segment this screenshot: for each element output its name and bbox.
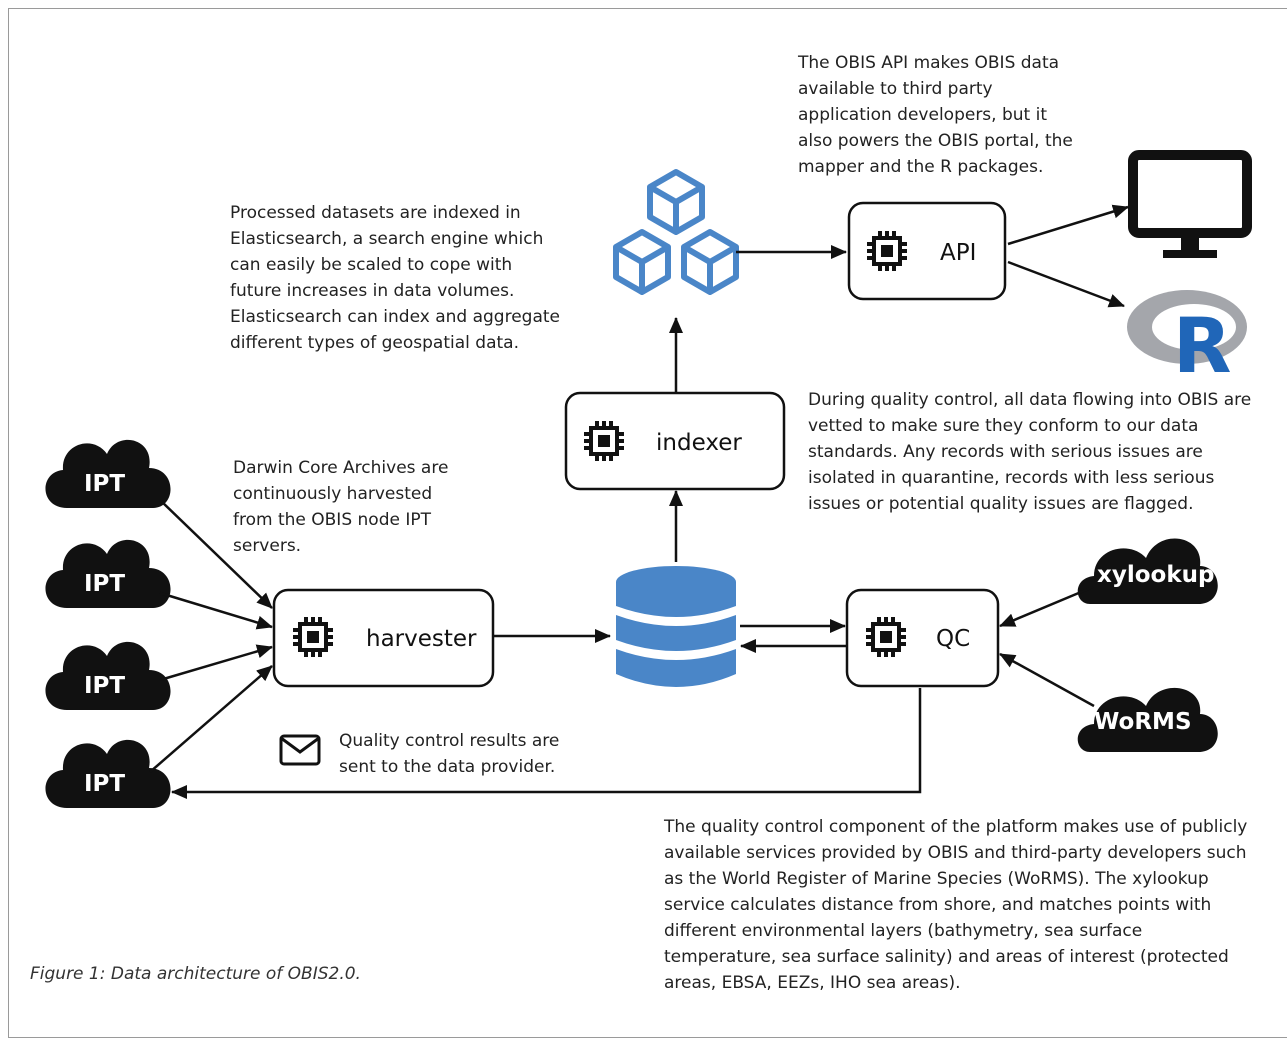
arrow-ipt1-harvester	[159, 499, 273, 609]
arrow-ipt4-harvester	[149, 665, 273, 773]
worms-label: WoRMS	[1094, 709, 1192, 735]
qc-label: QC	[936, 626, 970, 652]
worms-cloud: WoRMS	[1077, 687, 1218, 752]
ipt-cloud: IPT	[45, 739, 171, 808]
api-node: API	[847, 201, 1007, 301]
ipt-label: IPT	[84, 571, 125, 597]
mail-icon	[279, 734, 321, 766]
ipt-cloud: IPT	[45, 539, 171, 608]
harvester-node: harvester	[272, 588, 495, 688]
darwin-core-note: Darwin Core Archives are continuously ha…	[233, 458, 449, 556]
arrow-worms-qc	[999, 652, 1095, 708]
r-logo-letter: R	[1173, 301, 1232, 390]
database-icon	[616, 566, 736, 687]
xylookup-label: xylookup	[1097, 562, 1214, 588]
api-note: The OBIS API makes OBIS data available t…	[798, 53, 1073, 177]
arrow-api-r	[1007, 260, 1125, 308]
elasticsearch-note: Processed datasets are indexed in Elasti…	[230, 203, 560, 353]
chip-icon	[582, 419, 626, 463]
monitor-icon	[1128, 150, 1252, 258]
indexer-label: indexer	[656, 430, 742, 456]
r-logo-icon: R	[1127, 290, 1247, 390]
figure-caption: Figure 1: Data architecture of OBIS2.0.	[30, 964, 361, 984]
ipt-label: IPT	[84, 771, 125, 797]
qc-node: QC	[845, 588, 1000, 688]
indexer-node: indexer	[564, 391, 786, 491]
connectors	[149, 204, 1129, 799]
ipt-cloud: IPT	[45, 439, 171, 508]
arrow-qc-ipt-feedback	[171, 688, 922, 799]
qc-results-note: Quality control results are sent to the …	[339, 731, 560, 777]
elasticsearch-icon	[616, 172, 736, 292]
arrow-ipt2-harvester	[159, 591, 273, 630]
ipt-cloud: IPT	[45, 641, 171, 710]
xylookup-cloud: xylookup	[1077, 538, 1218, 604]
arrow-xylookup-qc	[999, 585, 1094, 628]
harvester-label: harvester	[366, 626, 477, 652]
qc-component-note: The quality control component of the pla…	[664, 817, 1248, 993]
arrow-api-monitor	[1007, 204, 1129, 246]
chip-icon	[865, 229, 909, 273]
ipt-label: IPT	[84, 673, 125, 699]
chip-icon	[864, 615, 908, 659]
ipt-label: IPT	[84, 471, 125, 497]
chip-icon	[291, 615, 335, 659]
arrow-ipt3-harvester	[159, 644, 273, 682]
api-label: API	[940, 240, 976, 266]
qc-flow-note: During quality control, all data flowing…	[808, 390, 1252, 514]
